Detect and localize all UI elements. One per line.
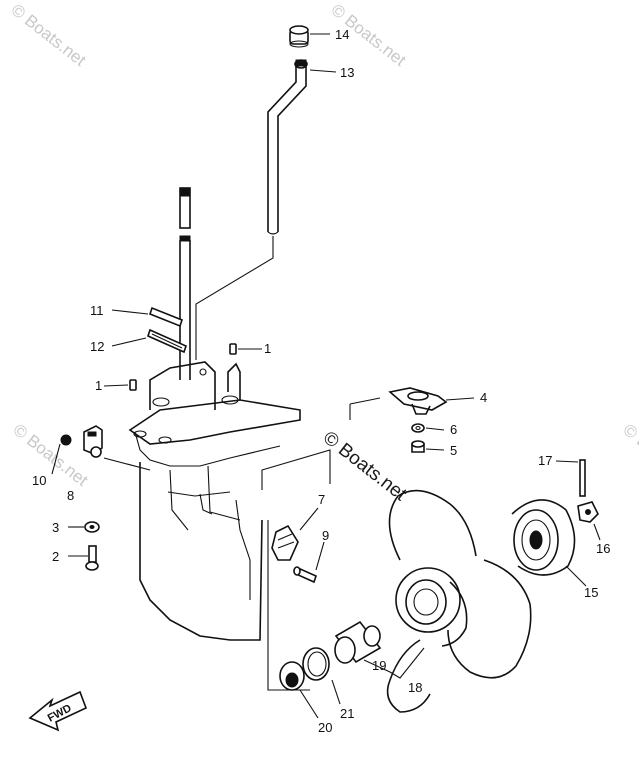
part-8-leader xyxy=(103,457,151,471)
part-12-plate xyxy=(147,328,187,354)
label-part-21: 21 xyxy=(340,706,354,721)
part-1-dowel-pin-a xyxy=(229,343,237,355)
part-1-dowel-pin-b xyxy=(129,379,137,391)
part-17-cotter-pin xyxy=(579,459,586,497)
part-13-water-tube xyxy=(267,59,308,235)
label-part-19: 19 xyxy=(372,658,386,673)
part-9-screw xyxy=(293,566,317,584)
label-part-15: 15 xyxy=(584,585,598,600)
label-part-7: 7 xyxy=(318,492,325,507)
part-7-clip xyxy=(271,524,299,561)
part-5-bolt xyxy=(411,440,425,453)
part-14-grommet xyxy=(289,25,309,48)
part-labels: 14 13 11 12 1 1 4 6 5 10 8 17 7 3 9 16 2… xyxy=(32,27,610,735)
label-part-14: 14 xyxy=(335,27,349,42)
part-2-bolt xyxy=(85,545,99,571)
part-11-plate xyxy=(149,306,183,328)
label-part-6: 6 xyxy=(450,422,457,437)
label-part-1b: 1 xyxy=(95,378,102,393)
part-19-bushing xyxy=(334,620,382,664)
part-15-spacer xyxy=(511,499,576,576)
watermark-mid-center: © Boats.net xyxy=(319,427,411,505)
fwd-arrow: FWD xyxy=(28,690,88,732)
part-4-trim-tab xyxy=(388,387,448,415)
lower-casing xyxy=(128,361,301,641)
part-3-washer xyxy=(84,521,100,533)
part-16-nut xyxy=(577,501,599,523)
propeller xyxy=(386,489,532,713)
label-part-1a: 1 xyxy=(264,341,271,356)
part-20-seal xyxy=(279,661,305,691)
label-part-20: 20 xyxy=(318,720,332,735)
part-21-o-ring xyxy=(302,647,330,681)
label-part-11: 11 xyxy=(90,303,104,318)
label-part-13: 13 xyxy=(340,65,354,80)
label-part-2: 2 xyxy=(52,549,59,564)
watermark-mid-left: © Boats.net xyxy=(10,420,92,490)
label-part-12: 12 xyxy=(90,339,104,354)
label-part-4: 4 xyxy=(480,390,487,405)
watermark-mid-right: © Boats.net xyxy=(620,420,639,490)
label-part-17: 17 xyxy=(538,453,552,468)
label-part-9: 9 xyxy=(322,528,329,543)
label-part-10: 10 xyxy=(32,473,46,488)
label-part-8: 8 xyxy=(67,488,74,503)
label-part-16: 16 xyxy=(596,541,610,556)
label-part-3: 3 xyxy=(52,520,59,535)
part-8-bracket xyxy=(83,425,103,458)
label-part-18: 18 xyxy=(408,680,422,695)
tube-leader-line xyxy=(195,236,274,360)
leader-lines xyxy=(51,33,601,719)
part-6-washer xyxy=(411,423,425,433)
drive-shaft xyxy=(179,187,191,380)
part-10-nut xyxy=(60,434,72,446)
watermark-top-left: © Boats.net xyxy=(8,0,90,70)
label-part-5: 5 xyxy=(450,443,457,458)
